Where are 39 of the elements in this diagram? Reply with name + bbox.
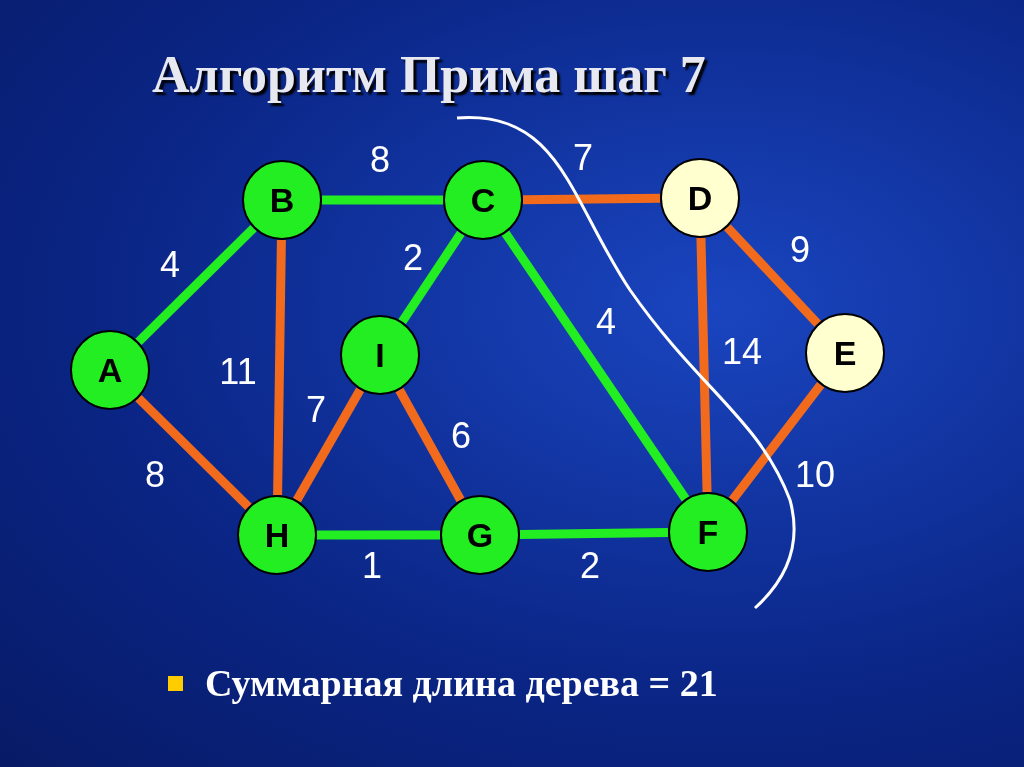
edge-weight: 14 [722,330,762,374]
title: Алгоритм Прима шаг 7 [152,45,706,105]
graph-edge [135,224,257,346]
graph-edge [317,530,440,540]
edge-weight: 4 [160,243,180,287]
graph-edge [398,230,465,325]
edge-weight: 7 [306,388,326,432]
summary-text: Суммарная длина дерева = 21 [205,661,718,706]
edge-weight: 1 [362,544,382,588]
edge-weight: 8 [370,138,390,182]
graph-edge [135,394,252,511]
graph-vertex: H [237,495,317,575]
graph-edge [728,382,825,503]
graph-vertex: D [660,158,740,238]
graph-vertex: A [70,330,150,410]
graph-edge [519,528,669,539]
edge-weight: 8 [145,453,165,497]
graph-edge [322,195,443,205]
edge-weight: 2 [580,544,600,588]
graph-edge [395,387,465,503]
graph-vertex: G [440,495,520,575]
graph-vertex: F [668,492,748,572]
graph-vertex: E [805,313,885,393]
graph-vertex: I [340,315,420,395]
graph-edge [696,237,712,493]
edge-weight: 9 [790,228,810,272]
graph-edge [522,193,661,205]
graph-edge [501,230,690,502]
edge-weight: 2 [403,236,423,280]
edge-weight: 4 [596,300,616,344]
graph-edge [724,224,821,327]
graph-vertex: B [242,160,322,240]
graph-edge [273,239,286,496]
edge-weight: 11 [219,350,257,394]
graph-edge [292,387,365,503]
edge-weight: 7 [573,136,593,180]
edge-weight: 6 [451,414,471,458]
graph-vertex: C [443,160,523,240]
edge-weight: 10 [795,453,835,497]
